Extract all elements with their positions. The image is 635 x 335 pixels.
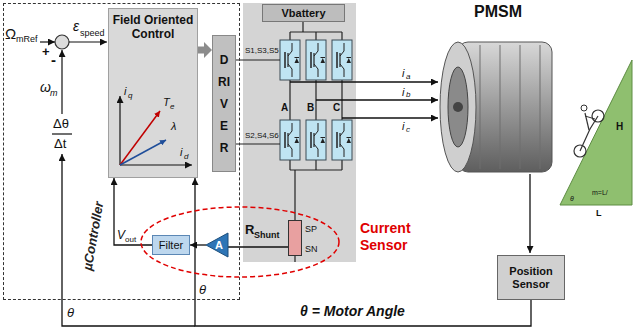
speed-subscript: m	[50, 89, 58, 98]
pin-name: SP	[305, 225, 317, 234]
current-subscript: a	[406, 73, 410, 81]
current-subscript: b	[406, 91, 410, 99]
sensor-group: Current SensorFilterARShuntSPSN	[140, 206, 340, 278]
error-symbol: ε	[73, 19, 79, 33]
signal-connector	[228, 246, 288, 247]
angle-symbol: θ	[67, 306, 74, 319]
phase-node-name: C	[333, 103, 340, 113]
filter-box: Filter	[152, 235, 190, 255]
error-subscript: speed	[80, 29, 105, 38]
block-label: Position Sensor	[498, 265, 564, 291]
angle-note: θ = Motor Angle	[300, 304, 405, 318]
vector-subscript: e	[170, 103, 174, 111]
group-title: Current Sensor	[360, 220, 432, 254]
angle-symbol: θ	[199, 283, 206, 296]
vector-symbol: i	[180, 147, 182, 158]
block-label: Filter	[159, 239, 183, 252]
pin-name: SN	[305, 245, 318, 254]
gate-signal-name: S2,S4,S6	[245, 132, 279, 140]
vector-symbol: i	[124, 86, 126, 97]
controller-title: µController	[80, 200, 107, 271]
resistor-symbol: RShuntSPSN	[288, 220, 302, 256]
motor-name: PMSM	[474, 4, 522, 20]
phase-node-name: A	[281, 103, 288, 113]
resistor-subscript: Shunt	[254, 231, 280, 240]
amplifier-symbol: A	[206, 233, 228, 257]
resistor-label: R	[245, 223, 254, 236]
vector-symbol: λ	[171, 121, 176, 132]
vector-symbol: T	[163, 97, 170, 108]
dimension-label: H	[616, 122, 623, 132]
shape-outline	[141, 207, 339, 277]
gate-signal-name: S1,S3,S5	[245, 47, 279, 55]
signal-symbol: V	[117, 229, 125, 241]
reference-subscript: mRef	[16, 35, 38, 44]
supply-label: Vbattery	[281, 7, 325, 20]
speed-symbol: ω	[40, 80, 51, 94]
block-title: Field Oriented Control	[112, 13, 194, 41]
block-arrow	[198, 42, 212, 58]
sensor-box: Position Sensor	[497, 255, 565, 300]
vector-subscript: q	[128, 92, 132, 100]
sign-mark: +	[42, 45, 50, 58]
supply-box: Vbattery	[262, 4, 345, 22]
current-symbol: i	[402, 68, 404, 79]
current-subscript: c	[406, 126, 410, 134]
driver-block: DRIVER	[212, 35, 236, 172]
phase-node-name: B	[307, 103, 314, 113]
current-symbol: i	[402, 121, 404, 132]
signal-connector	[190, 244, 206, 245]
signal-connector	[195, 178, 531, 326]
signal-subscript: out	[125, 236, 136, 244]
vector-subscript: d	[184, 153, 188, 161]
reference-symbol: Ω	[5, 26, 16, 41]
controller-boundary: µController Field Oriented ControlDRIVER	[3, 3, 240, 300]
amplifier-label: A	[215, 239, 223, 252]
signal-connector	[114, 178, 152, 245]
angle-symbol: θ	[570, 195, 574, 202]
derivative-denominator: Δt	[54, 137, 66, 150]
block-title: DRIVER	[218, 49, 230, 159]
current-symbol: i	[402, 87, 404, 98]
shape-outline	[206, 233, 228, 257]
slope-note: m=L/	[592, 189, 608, 196]
dimension-label: L	[596, 209, 602, 218]
sign-mark: -	[51, 52, 56, 67]
derivative-numerator: Δθ	[53, 117, 69, 130]
